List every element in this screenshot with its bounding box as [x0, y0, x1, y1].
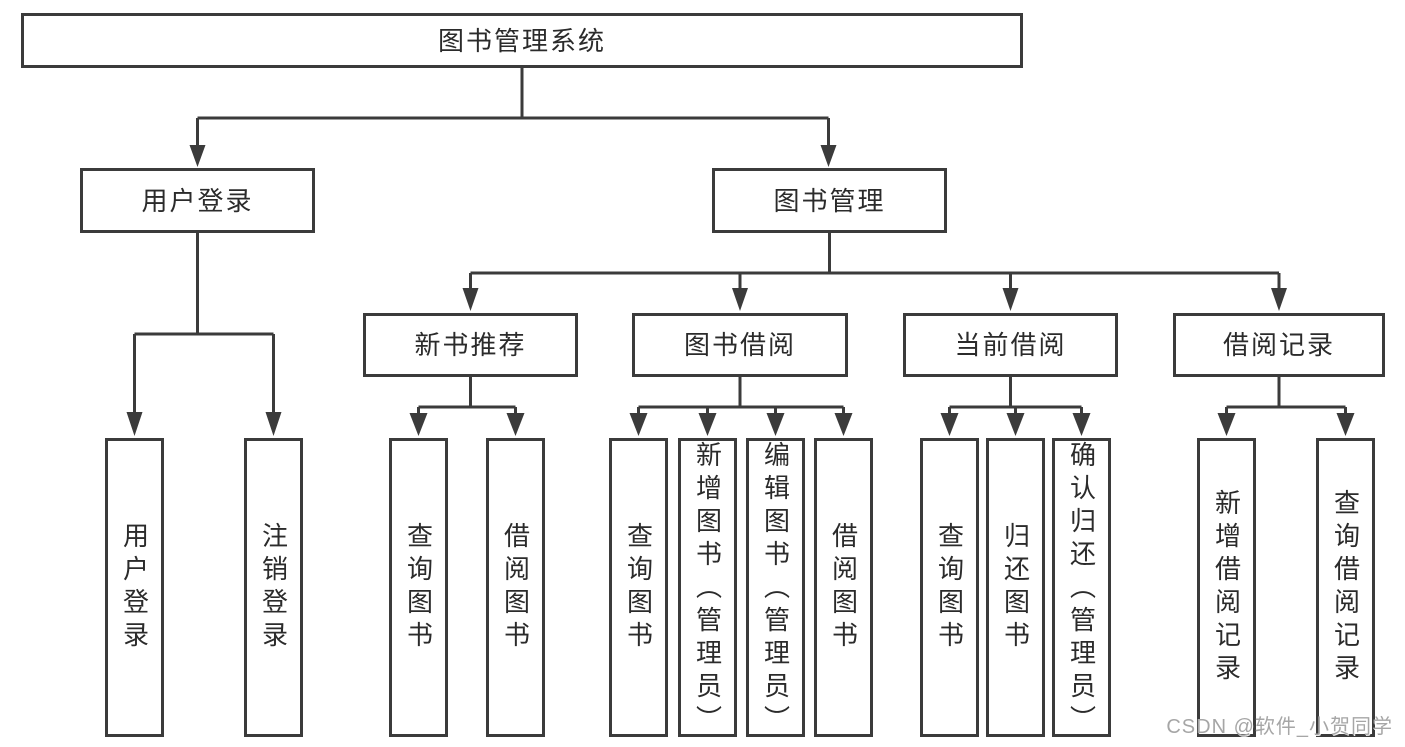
node-borrow-records-label: 借阅记录 [1222, 330, 1335, 360]
connector-borrow-records-branch [1217, 377, 1355, 436]
node-book-borrow: 图书借阅 [632, 313, 848, 377]
leaf-logout: 注销登录 [244, 438, 303, 737]
leaf-bb-query-books-label: 查询图书 [623, 521, 654, 654]
leaf-bb-borrow-books-label: 借阅图书 [828, 521, 859, 654]
connector-line [1225, 377, 1347, 415]
node-borrow-records: 借阅记录 [1173, 313, 1385, 377]
leaf-cb-query-books: 查询图书 [920, 438, 979, 737]
arrowhead-icon [1006, 413, 1025, 436]
arrowhead-icon [820, 145, 837, 167]
connector-line [196, 68, 830, 148]
arrowhead-icon [189, 145, 206, 167]
leaf-bb-add-books-admin-label: 新增图书（管理员） [692, 441, 723, 738]
leaf-bb-borrow-books: 借阅图书 [814, 438, 873, 737]
leaf-user-login: 用户登录 [105, 438, 164, 737]
leaf-nb-borrow-books: 借阅图书 [486, 438, 545, 737]
node-book-borrow-label: 图书借阅 [683, 330, 796, 360]
node-book-management: 图书管理 [712, 168, 947, 233]
connector-new-book-branch [409, 377, 525, 436]
connector-line [469, 233, 1281, 290]
leaf-cb-return-books: 归还图书 [986, 438, 1045, 737]
leaf-cb-query-books-label: 查询图书 [934, 521, 965, 654]
node-user-login-label: 用户登录 [141, 185, 254, 216]
leaf-bb-edit-books-admin-label: 编辑图书（管理员） [760, 441, 791, 738]
arrowhead-icon [1336, 413, 1355, 436]
node-new-book-recommend-label: 新书推荐 [414, 330, 527, 360]
csdn-watermark: CSDN @软件_小贺同学 [1166, 716, 1393, 738]
node-user-login: 用户登录 [80, 168, 315, 233]
node-current-borrow-label: 当前借阅 [954, 330, 1067, 360]
leaf-bb-edit-books-admin: 编辑图书（管理员） [746, 438, 805, 738]
arrowhead-icon [940, 413, 959, 436]
connector-line [637, 377, 845, 415]
arrowhead-icon [698, 413, 717, 436]
leaf-cb-return-books-label: 归还图书 [1000, 521, 1031, 654]
arrowhead-icon [766, 413, 785, 436]
arrowhead-icon [506, 413, 525, 436]
connector-line [948, 377, 1083, 415]
arrowhead-icon [409, 413, 428, 436]
leaf-nb-query-books: 查询图书 [389, 438, 448, 737]
leaf-bb-add-books-admin: 新增图书（管理员） [678, 438, 737, 738]
arrowhead-icon [834, 413, 853, 436]
arrowhead-icon [1217, 413, 1236, 436]
arrowhead-icon [1271, 288, 1287, 311]
leaf-bb-query-books: 查询图书 [609, 438, 668, 737]
connector-book-borrow-branch [629, 377, 853, 436]
connector-book-management-branch [462, 233, 1287, 311]
leaf-cb-confirm-return-admin-label: 确认归还（管理员） [1066, 441, 1097, 738]
leaf-br-query-record: 查询借阅记录 [1316, 438, 1375, 737]
arrowhead-icon [1002, 288, 1019, 311]
leaf-br-query-record-label: 查询借阅记录 [1330, 488, 1361, 687]
leaf-nb-query-books-label: 查询图书 [403, 521, 434, 654]
leaf-br-add-record: 新增借阅记录 [1197, 438, 1256, 737]
leaf-br-add-record-label: 新增借阅记录 [1211, 488, 1242, 687]
arrowhead-icon [732, 288, 748, 311]
node-new-book-recommend: 新书推荐 [363, 313, 578, 377]
arrowhead-icon [629, 413, 648, 436]
node-root-label: 图书管理系统 [437, 25, 606, 56]
leaf-cb-confirm-return-admin: 确认归还（管理员） [1052, 438, 1111, 738]
connector-current-borrow-branch [940, 377, 1091, 436]
leaf-logout-label: 注销登录 [258, 521, 289, 654]
node-current-borrow: 当前借阅 [903, 313, 1118, 377]
leaf-user-login-label: 用户登录 [119, 521, 150, 654]
arrowhead-icon [462, 288, 479, 311]
connector-root-to-level2 [189, 68, 837, 167]
connector-line [133, 233, 275, 414]
connector-line [417, 377, 517, 415]
node-root: 图书管理系统 [21, 13, 1023, 68]
arrowhead-icon [1072, 413, 1091, 436]
leaf-nb-borrow-books-label: 借阅图书 [500, 521, 531, 654]
node-book-management-label: 图书管理 [773, 185, 886, 216]
arrowhead-icon [126, 412, 143, 436]
arrowhead-icon [265, 412, 282, 436]
connector-user-login-branch [126, 233, 282, 436]
